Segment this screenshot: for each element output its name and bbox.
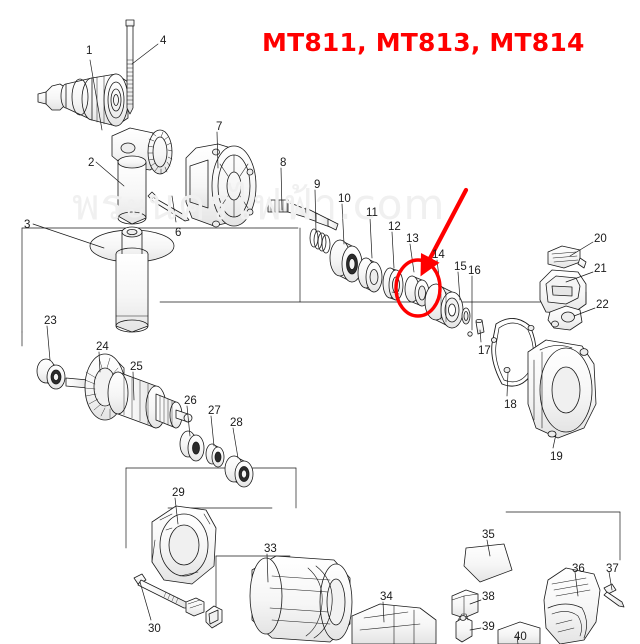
part-10-ball-bearing xyxy=(329,239,363,283)
callout-number-30: 30 xyxy=(148,623,161,635)
group-boundary-upper xyxy=(21,227,299,333)
callout-number-38: 38 xyxy=(482,591,495,603)
part-19-housing-cover xyxy=(527,339,597,439)
part-7-gear-housing xyxy=(185,143,257,228)
part-33-stator xyxy=(249,555,353,643)
page-title: MT811, MT813, MT814 xyxy=(262,28,585,57)
callout-number-10: 10 xyxy=(338,193,351,205)
callout-number-17: 17 xyxy=(478,345,491,357)
part-16-pin xyxy=(467,331,473,337)
callout-number-12: 12 xyxy=(388,221,401,233)
callout-number-21: 21 xyxy=(594,263,607,275)
highlight-arrow xyxy=(420,187,469,277)
part-17-pin xyxy=(475,318,485,335)
callout-number-27: 27 xyxy=(208,405,221,417)
callout-number-22: 22 xyxy=(596,299,609,311)
callout-number-7: 7 xyxy=(216,121,223,133)
part-37-tapping-screw xyxy=(603,583,625,608)
part-29-end-bell xyxy=(151,505,217,585)
callout-number-3: 3 xyxy=(24,219,31,231)
part-4-long-bolt xyxy=(125,19,135,115)
part-15-o-ring xyxy=(461,307,471,325)
callout-number-1: 1 xyxy=(86,45,93,57)
part-14-ball-bearing xyxy=(424,283,464,329)
group-boundary-right xyxy=(505,511,621,561)
callout-number-33: 33 xyxy=(264,543,277,555)
callout-number-19: 19 xyxy=(550,451,563,463)
part-24-25-armature xyxy=(65,353,193,429)
part-38-capacitor xyxy=(451,589,479,619)
part-35-name-plate xyxy=(463,543,513,583)
callout-number-14: 14 xyxy=(432,249,445,261)
callout-number-28: 28 xyxy=(230,417,243,429)
site-watermark: พระนครไฟฟ้า.com xyxy=(72,180,446,229)
callout-number-26: 26 xyxy=(184,395,197,407)
part-3-spindle xyxy=(89,226,175,333)
part-40-handle-body xyxy=(497,621,541,644)
part-9-spring xyxy=(309,228,331,254)
part-27-ring xyxy=(205,443,225,468)
callout-number-11: 11 xyxy=(366,207,378,219)
part-21-switch-body xyxy=(539,269,587,315)
part-6-screw xyxy=(147,191,190,222)
highlight-annotation xyxy=(394,187,469,318)
part-11-washer xyxy=(357,257,383,293)
callout-number-37: 37 xyxy=(606,563,619,575)
part-31-carbon-brush xyxy=(185,597,205,617)
callout-number-40: 40 xyxy=(514,631,527,643)
part-20-switch-cap xyxy=(547,245,587,269)
callout-number-2: 2 xyxy=(88,157,95,169)
part-8-spindle-shaft xyxy=(267,199,339,231)
part-2-chuck-holder xyxy=(111,127,173,225)
callout-number-9: 9 xyxy=(314,179,321,191)
callout-number-24: 24 xyxy=(96,341,109,353)
callout-number-16: 16 xyxy=(468,265,481,277)
part-32-brush-holder xyxy=(205,605,223,629)
callout-number-4: 4 xyxy=(160,35,167,47)
callout-number-29: 29 xyxy=(172,487,185,499)
callout-number-25: 25 xyxy=(130,361,143,373)
part-36-handle-housing xyxy=(543,567,601,644)
callout-number-35: 35 xyxy=(482,529,495,541)
callout-number-39: 39 xyxy=(482,621,495,633)
part-23-bearing xyxy=(36,358,66,390)
callout-number-8: 8 xyxy=(280,157,287,169)
callout-number-34: 34 xyxy=(380,591,393,603)
callout-number-6: 6 xyxy=(175,227,182,239)
part-34-housing-half xyxy=(351,603,437,644)
callout-number-36: 36 xyxy=(572,563,585,575)
callout-number-13: 13 xyxy=(406,233,419,245)
part-39-terminal xyxy=(455,613,473,643)
part-22-lock-lever xyxy=(547,305,583,331)
callout-number-20: 20 xyxy=(594,233,607,245)
part-26-washer xyxy=(179,430,205,462)
part-1-drill-chuck xyxy=(37,73,129,127)
callout-number-23: 23 xyxy=(44,315,57,327)
callout-number-18: 18 xyxy=(504,399,517,411)
callout-number-15: 15 xyxy=(454,261,467,273)
part-13-sleeve-bearing xyxy=(404,275,430,307)
highlight-circle xyxy=(394,258,442,318)
part-28-bearing xyxy=(224,455,254,488)
